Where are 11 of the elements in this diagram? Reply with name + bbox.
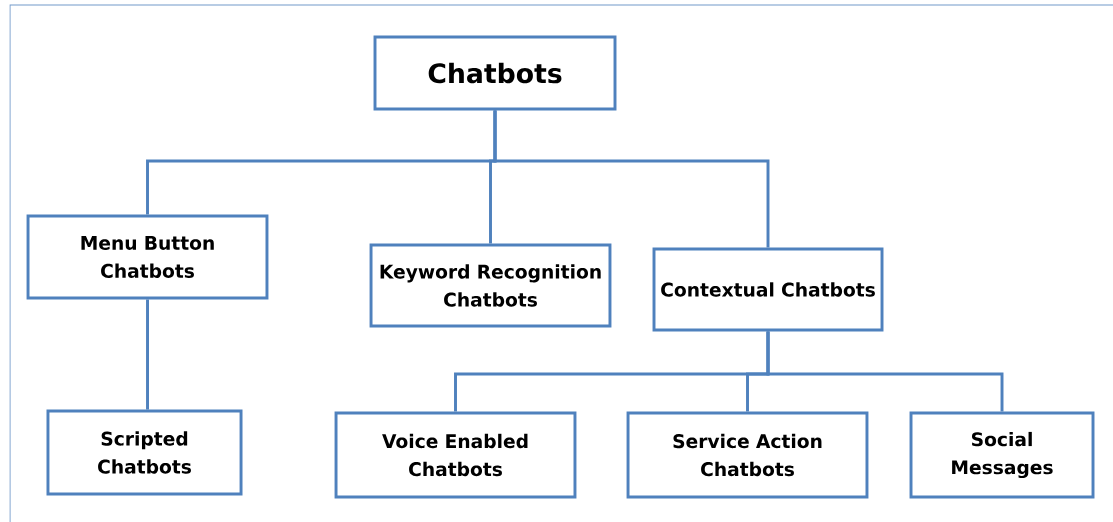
category-box: Menu Button Chatbots <box>26 214 269 300</box>
category-box: Keyword Recognition Chatbots <box>369 243 612 328</box>
category-box: Voice Enabled Chatbots <box>334 411 577 499</box>
connector-line <box>766 331 1004 412</box>
category-box: Service Action Chatbots <box>626 411 869 499</box>
category-box: Social Messages <box>909 411 1095 499</box>
connector-line <box>146 299 149 410</box>
root-box: Chatbots <box>373 35 617 111</box>
connector-line <box>493 110 770 248</box>
category-box: Contextual Chatbots <box>652 247 884 332</box>
category-box: Scripted Chatbots <box>46 409 243 496</box>
